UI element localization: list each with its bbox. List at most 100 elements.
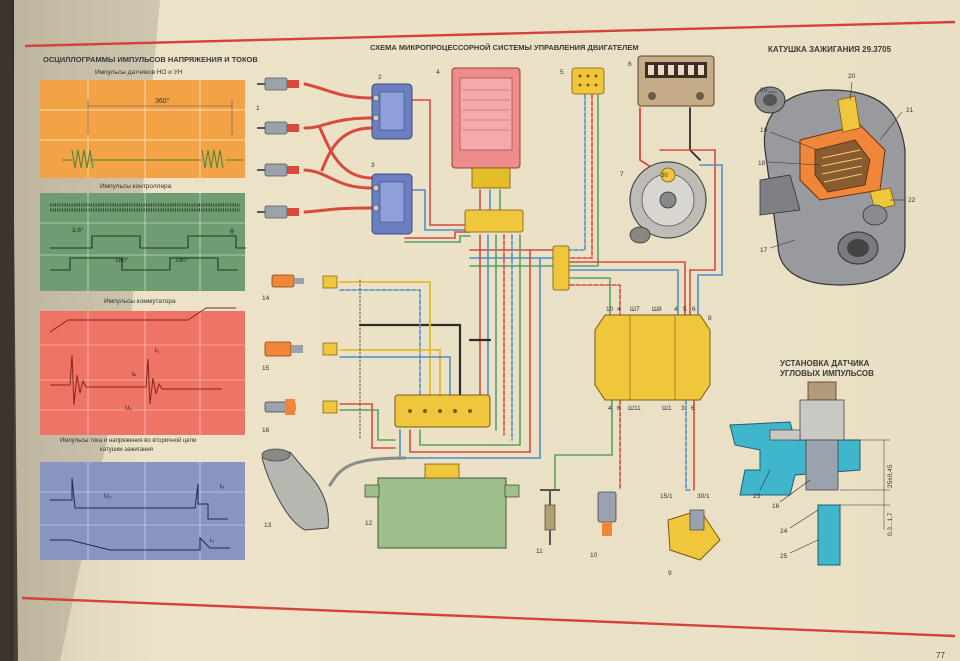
label-6: 6 (628, 61, 632, 68)
pin-bottom-left-b: 6 (617, 405, 621, 412)
callout-17: 17 (760, 247, 768, 254)
sensor-install-drawing: 25±0,45 0,3...1,7 23 16 24 25 (729, 381, 894, 566)
controller-connector (464, 209, 524, 233)
label-13: 13 (264, 522, 272, 529)
left-page-edge (0, 0, 14, 661)
panel4-background (40, 462, 245, 560)
pin-bottom-right-b: 6 (691, 405, 695, 412)
sensor-16: 16 (262, 399, 338, 434)
callout-24: 24 (780, 528, 788, 535)
oscillograms-title: ОСЦИЛЛОГРАММЫ ИМПУЛЬСОВ НАПРЯЖЕНИЯ И ТОК… (43, 55, 258, 64)
valve-10: 10 (590, 491, 617, 559)
pin-bottom-right-label: Ш1 (662, 405, 672, 412)
panel2-angle-b: 180° (115, 256, 129, 264)
dim-main: 25±0,45 (887, 464, 894, 488)
callout-25: 25 (780, 553, 788, 560)
battery-6: 6 (628, 55, 715, 107)
label-2: 2 (378, 74, 382, 81)
oscillogram-panel-3: Импульсы коммутатора t₂ tₙ U₁ (40, 298, 245, 435)
panel2-background (40, 193, 245, 291)
distributor-sensor-9: 9 15/1 30/1 (660, 493, 721, 577)
panel1-label: Импульсы датчиков НО и УН (95, 69, 183, 76)
callout-20a: 20 (760, 87, 768, 94)
dim-gap: 0,3...1,7 (887, 512, 894, 536)
panel2-theta: θ (230, 229, 234, 236)
pin-top-middle-label: Ш8 (652, 306, 662, 313)
label-7: 7 (620, 171, 624, 178)
sensor-title-2: УГЛОВЫХ ИМПУЛЬСОВ (780, 369, 874, 378)
pin-top-right-c: 6 (692, 306, 696, 313)
coil-title: КАТУШКА ЗАЖИГАНИЯ 29.3705 (768, 45, 892, 54)
panel4-label-1: Импульсы тока и напряжения во вторичной … (60, 437, 196, 444)
commutator-8: 8 10 4 Ш7 Ш8 4 5 6 4 6 Ш11 Ш1 3 6 (594, 306, 712, 412)
pin-bottom-left-a: 4 (608, 405, 612, 412)
callout-21: 21 (906, 107, 914, 114)
panel2-label: Импульсы контроллера (100, 183, 172, 190)
sensor-14: 14 (262, 274, 338, 302)
label-1: 1 (256, 105, 260, 112)
ignition-coil-2: 2 (371, 74, 413, 140)
panel4-label-2: катушки зажигания (100, 447, 153, 453)
frame-bottom (21, 596, 956, 638)
wiring (303, 82, 723, 491)
panel4-mark-i2: i₂ (210, 537, 214, 544)
scheme-title: СХЕМА МИКРОПРОЦЕССОРНОЙ СИСТЕМЫ УПРАВЛЕН… (370, 43, 639, 52)
label-12: 12 (365, 520, 373, 527)
intake-13: 13 (261, 448, 329, 531)
callout-19: 19 (760, 127, 768, 134)
label-15: 15 (262, 365, 270, 372)
label-9: 9 (668, 570, 672, 577)
panel1-background (40, 80, 245, 178)
panel3-mark-t2: t₂ (155, 347, 160, 354)
label-5: 5 (560, 69, 564, 76)
label-16: 16 (262, 427, 270, 434)
wire-junction (552, 245, 570, 291)
callout-18: 18 (758, 160, 766, 167)
pin-bottom-right-a: 3 (681, 405, 685, 412)
panel3-background (40, 311, 245, 435)
panel1-angle: 360° (155, 97, 170, 105)
sensor-15: 15 (262, 341, 338, 372)
controller-4: 4 (436, 67, 524, 233)
panel3-mark-u1: U₁ (125, 405, 133, 412)
dist-label-30: 30/1 (697, 493, 710, 500)
micro-switch-11: 11 (536, 489, 560, 555)
panel2-angle-c: 180° (175, 256, 189, 264)
pin-top-right-a: 4 (674, 306, 678, 313)
control-connector (394, 394, 491, 428)
panel4-mark-t3: t₃ (220, 483, 225, 490)
panel3-mark-tn: tₙ (132, 371, 137, 378)
pin-top-right-b: 5 (683, 306, 687, 313)
callout-20b: 20 (848, 73, 856, 80)
panel2-angle-a: 3,6° (72, 226, 84, 234)
label-8: 8 (708, 315, 712, 322)
panel3-label: Импульсы коммутатора (104, 298, 176, 305)
oscillogram-panel-1: Импульсы датчиков НО и УН 360° (40, 69, 245, 178)
ignition-coil-3: 3 (371, 162, 413, 235)
callout-16: 16 (772, 503, 780, 510)
oscillogram-panel-2: Импульсы контроллера 3,6° 180° 180° θ (40, 183, 246, 291)
sensor-title-1: УСТАНОВКА ДАТЧИКА (780, 359, 870, 368)
label-14: 14 (262, 295, 270, 302)
oscillogram-panel-4: Импульсы тока и напряжения во вторичной … (40, 437, 245, 560)
panel4-mark-u2: U₂ (104, 493, 112, 500)
coil-drawing: 20 20 21 19 18 22 17 (754, 73, 916, 286)
page-number: 77 (936, 651, 945, 660)
diag-connector-5: 5 (560, 67, 605, 95)
pin-top-left-label: Ш7 (630, 306, 640, 313)
pin-top-left-b: 4 (617, 306, 621, 313)
spark-plugs: 1 (256, 77, 299, 219)
label-3: 3 (371, 162, 375, 169)
control-unit-12: 12 (364, 463, 520, 549)
pin-bottom-left-label: Ш11 (628, 405, 641, 412)
generator-7: 30 7 (620, 161, 707, 244)
pin-top-left-a: 10 (606, 306, 614, 313)
label-4: 4 (436, 69, 440, 76)
callout-22: 22 (908, 197, 916, 204)
label-11: 11 (536, 548, 543, 555)
paper-page (12, 0, 960, 661)
generator-terminal: 30 (661, 173, 668, 179)
dist-label-15: 15/1 (660, 493, 673, 500)
